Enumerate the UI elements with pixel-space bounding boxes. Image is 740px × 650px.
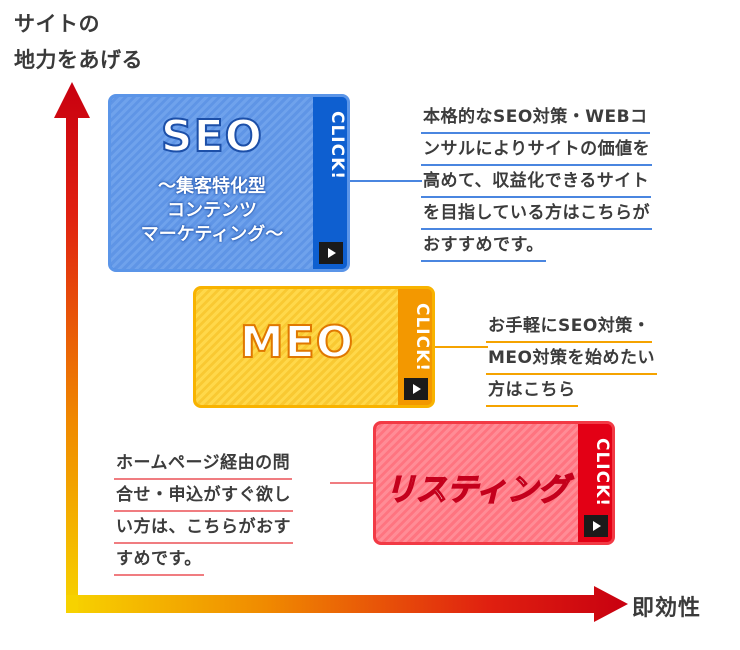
seo-card-button[interactable]: SEO 〜集客特化型 コンテンツ マーケティング〜 CLICK! bbox=[108, 94, 350, 272]
listing-play-icon[interactable] bbox=[584, 515, 608, 537]
listing-card-face bbox=[376, 424, 578, 542]
y-axis-title-line: サイトの bbox=[14, 12, 100, 36]
meo-card-face bbox=[196, 289, 398, 405]
meo-description-line: MEO対策を始めたい bbox=[486, 343, 657, 375]
y-axis-title-line: 地力をあげる bbox=[14, 48, 143, 72]
x-axis-arrow bbox=[70, 586, 628, 622]
x-axis-title: 即効性 bbox=[632, 596, 702, 621]
seo-subtitle-line: コンテンツ bbox=[167, 200, 257, 221]
meo-click-label[interactable]: CLICK! bbox=[412, 303, 432, 373]
listing-card-button[interactable]: リスティング CLICK! bbox=[373, 421, 615, 545]
listing-click-label[interactable]: CLICK! bbox=[592, 438, 612, 508]
seo-card-title: SEO bbox=[160, 110, 264, 163]
seo-subtitle-line: 〜集客特化型 bbox=[158, 176, 266, 197]
seo-subtitle-line: マーケティング〜 bbox=[140, 224, 284, 245]
seo-click-label[interactable]: CLICK! bbox=[327, 111, 347, 181]
seo-card-subtitle: 〜集客特化型 コンテンツ マーケティング〜 bbox=[111, 175, 313, 247]
meo-description-line: 方はこちら bbox=[486, 375, 578, 407]
y-axis-arrow bbox=[54, 82, 90, 607]
y-axis-title: サイトの 地力をあげる bbox=[14, 6, 143, 78]
seo-description: 本格的なSEO対策・WEBコ ンサルによりサイトの価値を 高めて、収益化できるサ… bbox=[421, 102, 653, 262]
seo-play-icon[interactable] bbox=[319, 242, 343, 264]
seo-description-line: 高めて、収益化できるサイト bbox=[421, 166, 652, 198]
listing-description-line: すめです。 bbox=[114, 544, 204, 576]
seo-card-face bbox=[111, 97, 313, 269]
meo-description-line: お手軽にSEO対策・ bbox=[486, 311, 653, 343]
listing-description: ホームページ経由の問 合せ・申込がすぐ欲し い方は、こちらがおす すめです。 bbox=[114, 448, 293, 576]
meo-description: お手軽にSEO対策・ MEO対策を始めたい 方はこちら bbox=[486, 311, 657, 407]
meo-card-button[interactable]: MEO CLICK! bbox=[193, 286, 435, 408]
listing-description-line: 合せ・申込がすぐ欲し bbox=[114, 480, 293, 512]
seo-description-line: おすすめです。 bbox=[421, 230, 546, 262]
seo-description-line: 本格的なSEO対策・WEBコ bbox=[421, 102, 650, 134]
seo-description-line: を目指している方はこちらが bbox=[421, 198, 652, 230]
listing-card-title: リスティング bbox=[384, 471, 570, 509]
meo-card-title: MEO bbox=[239, 316, 355, 369]
seo-click-tab[interactable] bbox=[313, 97, 347, 269]
seo-description-line: ンサルによりサイトの価値を bbox=[421, 134, 653, 166]
listing-description-line: い方は、こちらがおす bbox=[114, 512, 293, 544]
meo-play-icon[interactable] bbox=[404, 378, 428, 400]
listing-description-line: ホームページ経由の問 bbox=[114, 448, 293, 480]
